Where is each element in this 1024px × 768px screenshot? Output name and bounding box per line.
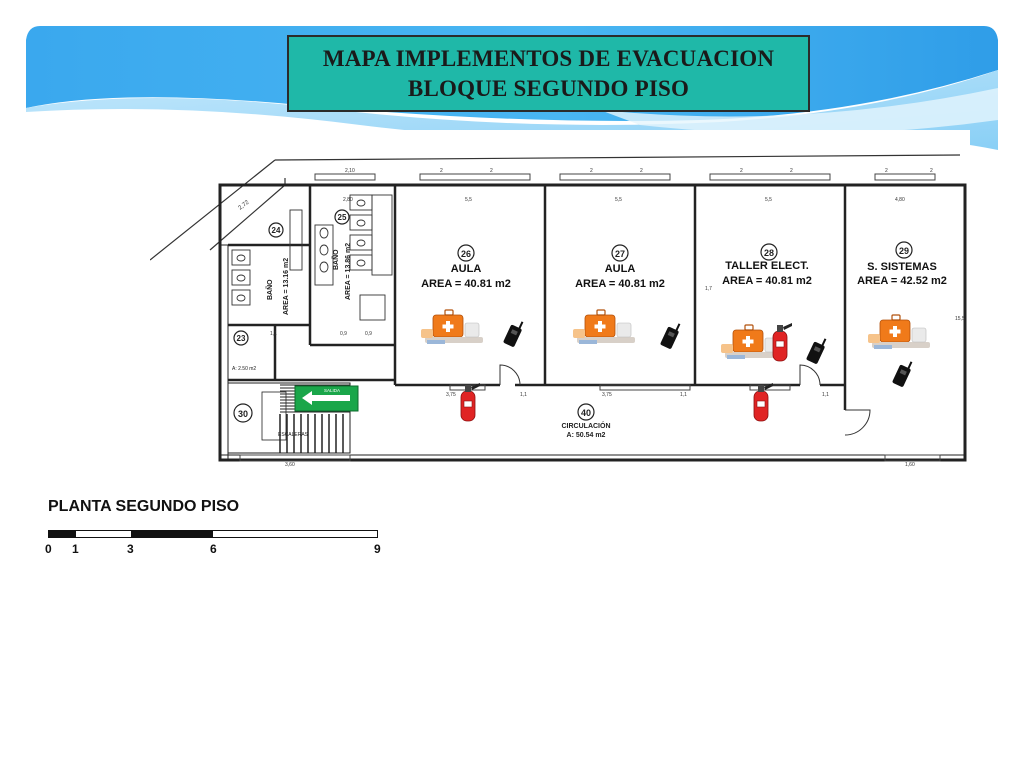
dim-label: 1,1 — [822, 392, 829, 398]
room-26: 26 AULA AREA = 40.81 m2 — [421, 244, 511, 290]
scale-label: 3 — [127, 542, 134, 556]
dim-label: 3,75 — [446, 392, 456, 398]
plan-caption: PLANTA SEGUNDO PISO — [48, 498, 240, 515]
room-area: AREA = 13.86 m2 — [345, 243, 352, 300]
circulation-area: A: 50.54 m2 — [567, 432, 606, 439]
dim-label: 3,60 — [285, 462, 295, 468]
top-windows — [239, 173, 941, 462]
scale-bar — [48, 530, 378, 538]
restroom-fixtures — [231, 194, 393, 321]
floor-plan: 2,72 2 2 2 2 2 2 2 2 2,10 5,5 5,5 5,5 4,… — [150, 130, 970, 475]
room-name: AULA — [605, 263, 636, 275]
room-number: 27 — [615, 249, 625, 259]
dim-label: 2,80 — [343, 197, 353, 203]
scale-label: 9 — [374, 542, 381, 556]
dim-label: 1,1 — [520, 392, 527, 398]
dim-label: 2 — [590, 168, 593, 174]
dim-label: 5,5 — [765, 197, 772, 203]
dim-label: 2 — [740, 168, 743, 174]
room-name: AULA — [451, 263, 482, 275]
room-area: AREA = 40.81 m2 — [575, 278, 665, 290]
dim-label: 0,9 — [340, 331, 347, 337]
door-swings — [499, 364, 871, 436]
room-area: AREA = 40.81 m2 — [421, 278, 511, 290]
title-box: MAPA IMPLEMENTOS DE EVACUACION BLOQUE SE… — [287, 35, 810, 112]
dim-label: 1,1 — [680, 392, 687, 398]
exit-sign: SALIDA — [294, 385, 359, 412]
room-28: 28 TALLER ELECT. AREA = 40.81 m2 — [722, 243, 812, 287]
room-number: 29 — [899, 246, 909, 256]
diagonal-wall — [150, 154, 961, 261]
room-name: BAÑO — [265, 279, 274, 300]
scale-segment — [49, 531, 76, 537]
dim-label: 15,5 — [955, 316, 965, 322]
room-area: AREA = 13.16 m2 — [283, 258, 290, 315]
room-number: 24 — [272, 226, 281, 235]
room-name: ESCALERAS — [278, 432, 309, 438]
dim-label: 2 — [885, 168, 888, 174]
room-number: 25 — [338, 213, 347, 222]
room-area: AREA = 40.81 m2 — [722, 275, 812, 287]
room-name: BAÑO — [331, 249, 340, 270]
dim-label: 0,9 — [365, 331, 372, 337]
dim-label: 2 — [440, 168, 443, 174]
room-area: AREA = 42.52 m2 — [857, 275, 947, 287]
dim-label: 5,5 — [465, 197, 472, 203]
room-name: TALLER ELECT. — [725, 260, 809, 272]
dim-label: 2 — [790, 168, 793, 174]
scale-label: 0 — [45, 542, 52, 556]
room-number: 23 — [237, 334, 246, 343]
dim-label: 3,75 — [602, 392, 612, 398]
room-number: 26 — [461, 249, 471, 259]
room-27: 27 AULA AREA = 40.81 m2 — [575, 244, 665, 290]
room-29: 29 S. SISTEMAS AREA = 42.52 m2 — [857, 241, 947, 287]
scale-label: 1 — [72, 542, 79, 556]
title-line-2: BLOQUE SEGUNDO PISO — [407, 75, 690, 101]
dim-label: 2 — [930, 168, 933, 174]
dim-label: 1,7 — [705, 286, 712, 292]
room-area: A: 2.50 m2 — [232, 366, 256, 372]
dim-label: 2,10 — [345, 168, 355, 174]
scale-segment — [131, 531, 213, 537]
exit-sign-label: SALIDA — [324, 388, 340, 393]
dim-label: 2 — [640, 168, 643, 174]
room-number: 28 — [764, 248, 774, 258]
scale-label: 6 — [210, 542, 217, 556]
title-line-1: MAPA IMPLEMENTOS DE EVACUACION — [322, 45, 775, 71]
dim-label: 2 — [490, 168, 493, 174]
room-number: 30 — [238, 409, 248, 419]
circulation-name: CIRCULACIÓN — [562, 421, 611, 430]
dim-label: 1,60 — [905, 462, 915, 468]
room-name: S. SISTEMAS — [867, 261, 937, 273]
dim-label: 4,80 — [895, 197, 905, 203]
dim-label: 1,1 — [270, 331, 277, 337]
room-number: 40 — [581, 408, 591, 418]
dim-label: 5,5 — [615, 197, 622, 203]
